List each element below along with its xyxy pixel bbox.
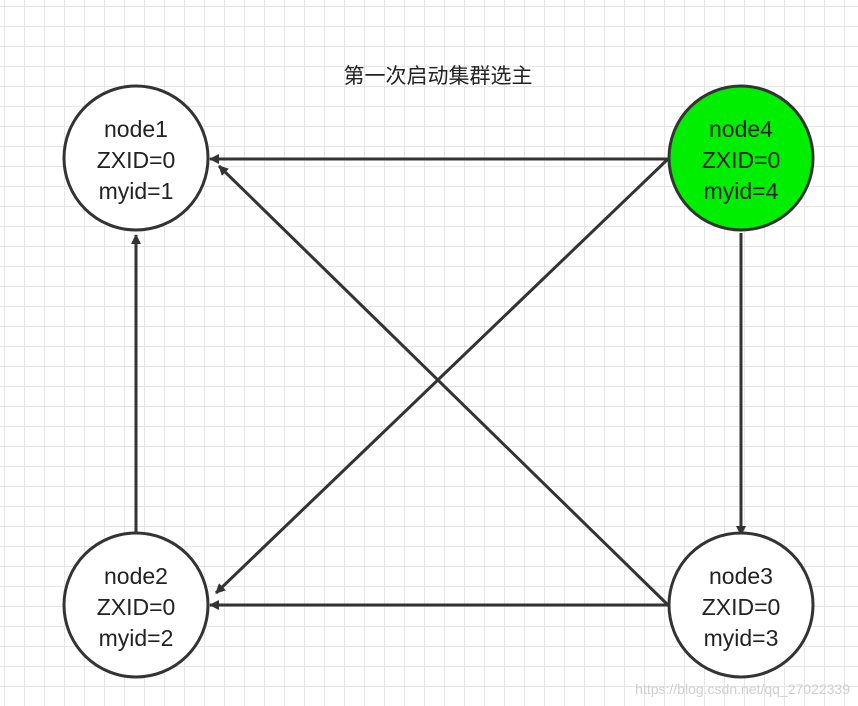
node-zxid-label: ZXID=0: [702, 147, 781, 173]
node-name-label: node2: [104, 563, 168, 589]
node-node4: node4 ZXID=0 myid=4: [667, 84, 815, 232]
node-node3: node3 ZXID=0 myid=3: [667, 531, 815, 679]
watermark: https://blog.csdn.net/qq_27022339: [635, 681, 850, 697]
node-zxid-label: ZXID=0: [702, 594, 781, 620]
node-myid-label: myid=1: [99, 178, 174, 204]
node-zxid-label: ZXID=0: [97, 594, 176, 620]
edge-node3-to-node1: [217, 164, 670, 607]
node-myid-label: myid=4: [704, 178, 779, 204]
node-zxid-label: ZXID=0: [97, 147, 176, 173]
node-name-label: node4: [709, 116, 773, 142]
node-circle: [62, 84, 210, 232]
node-circle: [62, 531, 210, 679]
diagram-title: 第一次启动集群选主: [344, 64, 533, 88]
node-myid-label: myid=2: [99, 625, 174, 651]
node-name-label: node3: [709, 563, 773, 589]
node-myid-label: myid=3: [704, 625, 779, 651]
node-circle: [667, 531, 815, 679]
node-node2: node2 ZXID=0 myid=2: [62, 531, 210, 679]
node-node1: node1 ZXID=0 myid=1: [62, 84, 210, 232]
node-name-label: node1: [104, 116, 168, 142]
node-circle-leader: [667, 84, 815, 232]
edge-node4-to-node2: [214, 157, 670, 595]
